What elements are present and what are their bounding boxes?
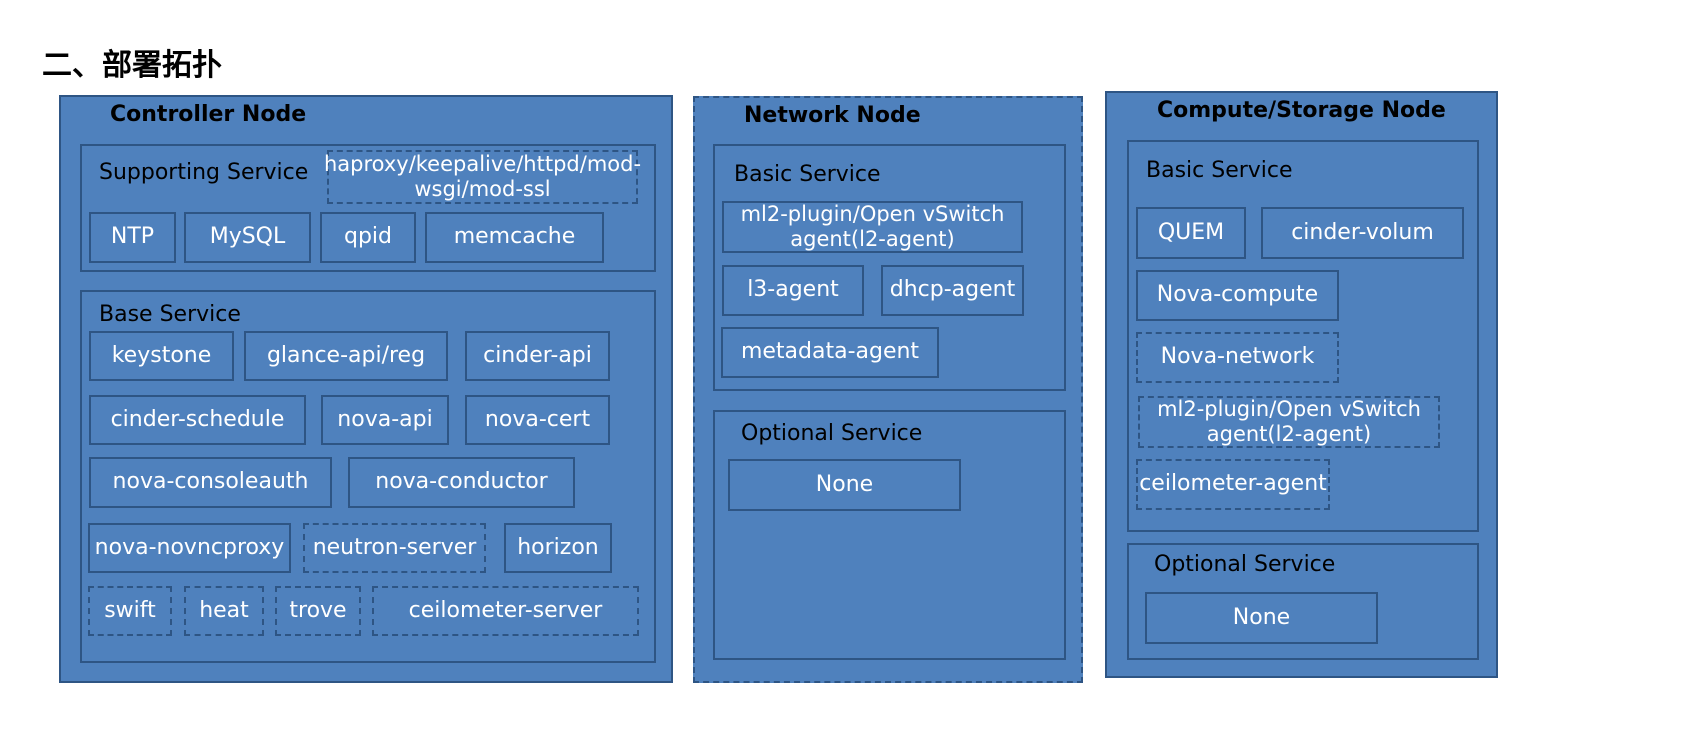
neutron-server-box: neutron-server [303,523,486,573]
network-basic-service-title: Basic Service [734,162,881,187]
compute-optional-service-title: Optional Service [1154,552,1336,577]
keystone-box: keystone [89,331,234,381]
supporting-service-title: Supporting Service [99,160,309,185]
compute-ml2-box: ml2-plugin/Open vSwitch agent(l2-agent) [1138,396,1440,448]
memcache-box: memcache [425,212,604,263]
network-node-title: Network Node [744,103,921,128]
controller-node-title: Controller Node [110,102,307,127]
nova-api-box: nova-api [321,395,449,445]
cinder-api-box: cinder-api [465,331,610,381]
network-optional-service-panel [713,410,1066,660]
nova-consoleauth-box: nova-consoleauth [89,457,332,508]
qpid-box: qpid [320,212,416,263]
quem-box: QUEM [1136,207,1246,259]
metadata-agent-box: metadata-agent [721,327,939,378]
compute-basic-service-title: Basic Service [1146,158,1293,183]
cinder-schedule-box: cinder-schedule [89,395,306,445]
network-ml2-box: ml2-plugin/Open vSwitch agent(l2-agent) [722,201,1023,253]
swift-box: swift [88,586,172,636]
compute-storage-node-title: Compute/Storage Node [1157,98,1446,123]
page-title: 二、部署拓扑 [42,48,222,83]
nova-conductor-box: nova-conductor [348,457,575,508]
base-service-title: Base Service [99,302,241,327]
cinder-volum-box: cinder-volum [1261,207,1464,259]
trove-box: trove [275,586,361,636]
dhcp-agent-box: dhcp-agent [881,265,1024,316]
l3-agent-box: l3-agent [722,265,864,316]
network-none-box: None [728,459,961,511]
horizon-box: horizon [504,523,612,573]
nova-cert-box: nova-cert [465,395,610,445]
ntp-box: NTP [89,212,176,263]
ceilometer-agent-box: ceilometer-agent [1136,459,1330,510]
ceilometer-server-box: ceilometer-server [372,586,639,636]
network-optional-service-title: Optional Service [741,421,923,446]
nova-novncproxy-box: nova-novncproxy [88,523,291,573]
nova-network-box: Nova-network [1136,332,1339,383]
glance-box: glance-api/reg [244,331,448,381]
nova-compute-box: Nova-compute [1136,270,1339,321]
mysql-box: MySQL [184,212,311,263]
haproxy-box: haproxy/keepalive/httpd/mod-wsgi/mod-ssl [324,150,641,204]
heat-box: heat [184,586,264,636]
compute-none-box: None [1145,592,1378,644]
